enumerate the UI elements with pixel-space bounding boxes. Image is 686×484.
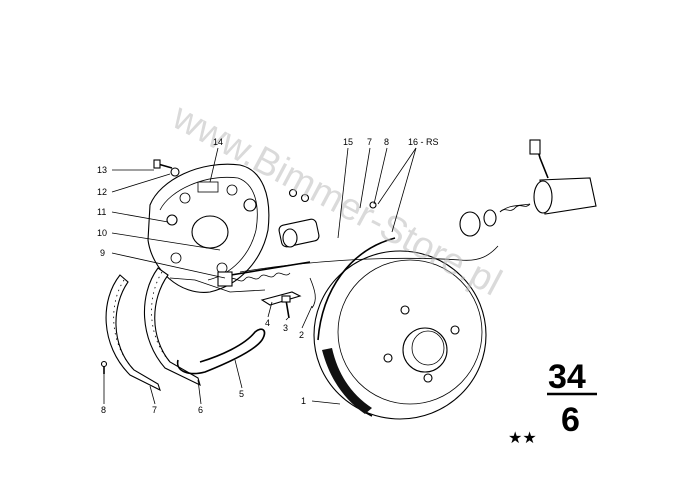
brake-shoe-inner [143, 267, 266, 387]
callout-2: 2 [299, 330, 304, 340]
sub-number: 6 [561, 401, 580, 439]
callout-8-right: 8 [384, 137, 389, 147]
callout-16-rs: 16 - RS [408, 137, 439, 147]
pin-part-8 [100, 360, 108, 374]
callout-11: 11 [97, 207, 106, 217]
callout-14: 14 [213, 137, 223, 147]
group-number-block: 34 6 ★★ [508, 358, 597, 447]
callout-3: 3 [283, 323, 288, 333]
bracket [260, 277, 316, 309]
callout-9: 9 [100, 248, 105, 258]
callout-5: 5 [239, 389, 244, 399]
leader-lines [103, 147, 417, 405]
callout-6: 6 [198, 405, 203, 415]
callout-15: 15 [343, 137, 353, 147]
callout-4: 4 [265, 318, 270, 328]
callout-labels: 13 12 11 10 9 14 8 7 6 5 4 3 2 1 15 7 8 … [97, 137, 439, 415]
callout-13: 13 [97, 165, 107, 175]
brake-drum [313, 237, 487, 420]
callout-10: 10 [97, 228, 107, 238]
small-bolts-top [288, 188, 377, 209]
brake-back-plate [147, 163, 270, 293]
callout-12: 12 [97, 187, 107, 197]
bolt-part-3 [281, 295, 291, 319]
wheel-cylinder-exploded [459, 139, 597, 237]
washer-part-12 [170, 167, 180, 177]
callout-1: 1 [301, 396, 306, 406]
brake-shoe-outer [105, 274, 161, 392]
callout-7-right: 7 [367, 137, 372, 147]
callout-8-left: 8 [101, 405, 106, 415]
bolt-part-13 [153, 159, 173, 169]
adjuster-spring [217, 261, 311, 287]
group-number: 34 [548, 358, 586, 396]
return-spring [176, 328, 266, 375]
brake-cable [239, 245, 499, 273]
callout-7-left: 7 [152, 405, 157, 415]
wheel-cylinder-mounted [278, 218, 320, 248]
stars-rating: ★★ [508, 428, 537, 447]
